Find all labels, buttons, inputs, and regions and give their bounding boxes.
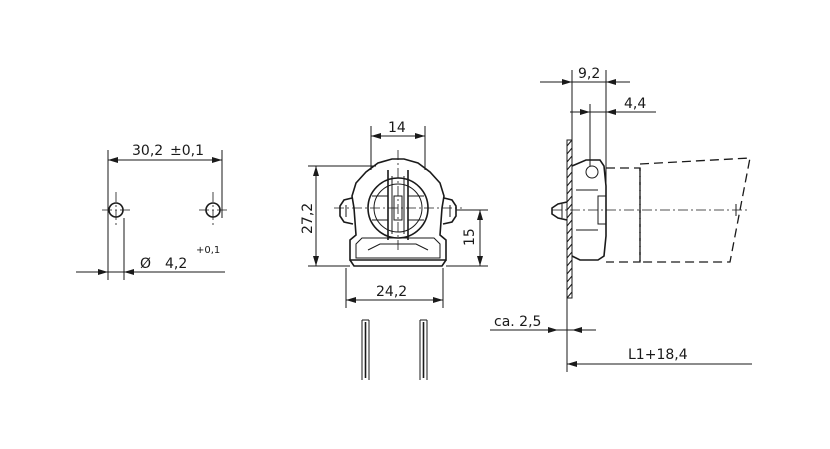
lamp-outline (606, 167, 641, 263)
left-clip (339, 197, 354, 225)
hole-diameter-tolerance: +0,1 (196, 245, 220, 256)
hole-spacing-label: 30,2 (132, 143, 163, 159)
wire-leads (361, 319, 428, 380)
hole-diameter-label: 4,2 (165, 256, 187, 272)
top-width-label: 14 (388, 120, 406, 136)
lampholder-front-view: 14 27,2 15 24,2 (300, 120, 488, 380)
base-width-label: 24,2 (376, 284, 407, 300)
right-clip (442, 197, 457, 225)
mounting-plate (566, 139, 573, 299)
diameter-symbol: Ø (140, 256, 151, 272)
side-offset-label: 4,4 (624, 96, 646, 112)
hole-spacing-tolerance: ±0,1 (170, 143, 204, 159)
lampholder-side-view: 9,2 4,4 ca. 2,5 L1+18,4 (490, 66, 752, 372)
length-label: L1+18,4 (628, 347, 688, 363)
lower-height-label: 15 (462, 228, 478, 246)
plate-thickness-label: ca. 2,5 (494, 314, 541, 330)
hole-pattern-view: 30,2 ±0,1 Ø 4,2 +0,1 (76, 143, 227, 280)
height-label: 27,2 (300, 203, 316, 234)
side-depth-label: 9,2 (578, 66, 600, 82)
